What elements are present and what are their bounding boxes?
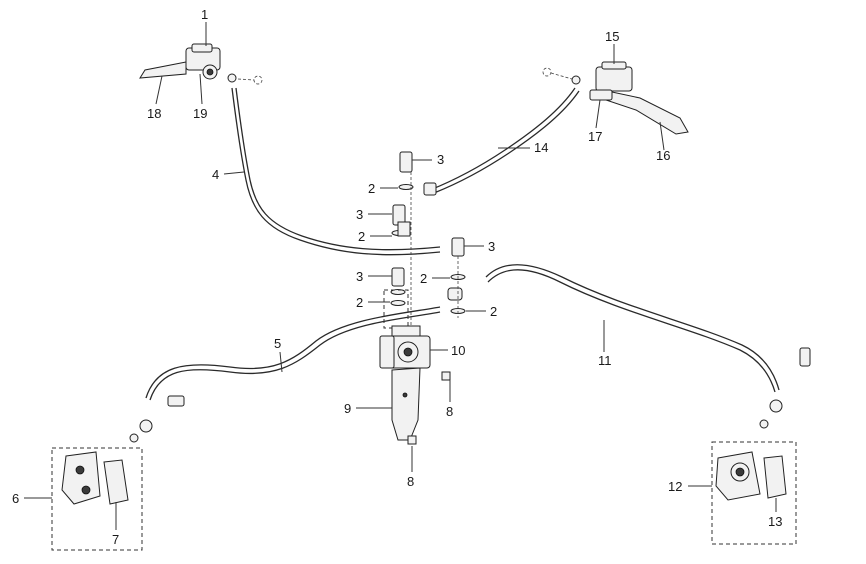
abs-bracket <box>391 367 451 445</box>
callout-3c: 3 <box>488 239 495 254</box>
callout-2b: 2 <box>358 229 365 244</box>
callout-labels: 1 18 19 4 15 17 16 14 3 2 3 2 3 3 2 2 2 … <box>12 7 782 547</box>
abs-modulator <box>379 325 431 369</box>
callout-14: 14 <box>534 140 548 155</box>
callout-13: 13 <box>768 514 782 529</box>
callout-6: 6 <box>12 491 19 506</box>
callout-3a: 3 <box>437 152 444 167</box>
callout-3d: 3 <box>356 269 363 284</box>
callout-2a: 2 <box>368 181 375 196</box>
callout-7: 7 <box>112 532 119 547</box>
leader-lines <box>24 22 777 530</box>
banjo-bolt-stack <box>383 151 466 330</box>
callout-5: 5 <box>274 336 281 351</box>
callout-2c: 2 <box>420 271 427 286</box>
right-master-cylinder <box>542 61 689 135</box>
callout-18: 18 <box>147 106 161 121</box>
callout-2d: 2 <box>356 295 363 310</box>
callout-10: 10 <box>451 343 465 358</box>
callout-19: 19 <box>193 106 207 121</box>
callout-1: 1 <box>201 7 208 22</box>
callout-15: 15 <box>605 29 619 44</box>
brake-hose-11 <box>487 269 776 393</box>
brake-hose-14 <box>429 87 576 191</box>
front-left-caliper <box>51 395 185 551</box>
callout-2e: 2 <box>490 304 497 319</box>
rear-right-caliper <box>711 347 811 545</box>
brake-hose-4 <box>231 87 441 256</box>
callout-4: 4 <box>212 167 219 182</box>
callout-8b: 8 <box>407 474 414 489</box>
callout-8a: 8 <box>446 404 453 419</box>
callout-12: 12 <box>668 479 682 494</box>
left-master-cylinder <box>139 43 263 85</box>
callout-3b: 3 <box>356 207 363 222</box>
callout-16: 16 <box>656 148 670 163</box>
callout-11: 11 <box>598 353 612 368</box>
callout-17: 17 <box>588 129 602 144</box>
callout-9: 9 <box>344 401 351 416</box>
